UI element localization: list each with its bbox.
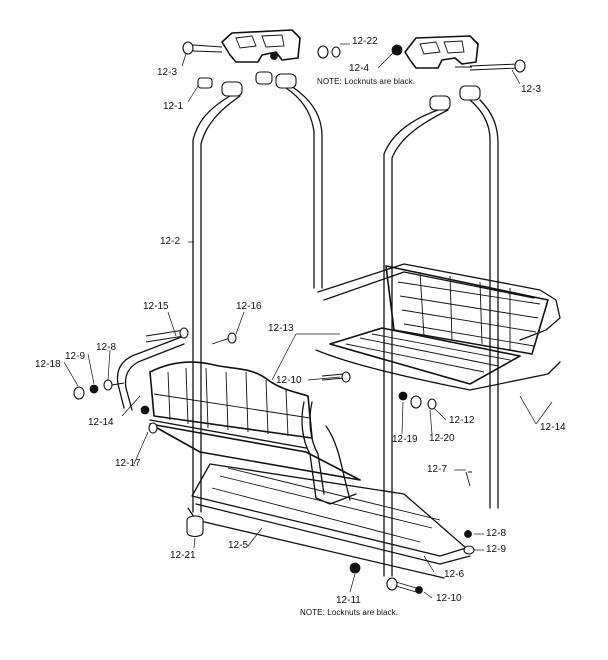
hardware-left	[73, 327, 237, 434]
glide-foot	[186, 515, 204, 538]
part-label-12-12: 12-12	[449, 415, 475, 426]
top-bolt-left	[182, 41, 223, 55]
part-label-12-20: 12-20	[429, 433, 455, 444]
part-label-12-9-left: 12-9	[65, 351, 86, 362]
note-locknuts-bottom: NOTE: Locknuts are black.	[300, 608, 399, 617]
part-label-12-8-left: 12-8	[96, 342, 117, 353]
nut-12-22	[317, 45, 341, 59]
floor-base	[187, 463, 471, 579]
locknut-top-left	[270, 52, 278, 60]
part-label-12-9-right: 12-9	[486, 544, 507, 555]
part-label-12-11: 12-11	[336, 595, 361, 606]
top-bolt-right	[455, 59, 526, 73]
part-label-12-13: 12-13	[268, 323, 294, 334]
part-label-12-17: 12-17	[115, 458, 141, 469]
hanger-arm-left-rear	[285, 87, 323, 289]
part-label-12-21: 12-21	[170, 550, 196, 561]
hanger-arm-left-front	[192, 95, 241, 513]
part-label-12-10-center: 12-10	[276, 375, 302, 386]
rear-seat	[315, 263, 561, 391]
part-label-12-7: 12-7	[427, 464, 448, 475]
part-label-12-14-left: 12-14	[88, 417, 114, 428]
part-label-12-5: 12-5	[228, 540, 249, 551]
part-label-12-14-right: 12-14	[540, 422, 566, 433]
leader-lines	[63, 43, 553, 599]
top-bracket-right	[404, 35, 479, 69]
part-label-12-19: 12-19	[392, 434, 418, 445]
part-label-12-1: 12-1	[163, 101, 184, 112]
note-locknuts-top: NOTE: Locknuts are black.	[317, 77, 416, 86]
hanger-arm-right-front	[383, 109, 449, 577]
hardware-right	[321, 371, 475, 594]
part-label-12-3-right: 12-3	[521, 84, 542, 95]
part-label-12-18-left: 12-18	[35, 359, 61, 370]
part-label-12-4: 12-4	[349, 63, 370, 74]
bushings	[197, 71, 481, 111]
part-label-12-15: 12-15	[143, 301, 169, 312]
part-label-12-2: 12-2	[160, 236, 181, 247]
hanger-arm-right-rear	[469, 99, 499, 509]
front-seat	[116, 335, 361, 505]
part-label-12-3-left: 12-3	[157, 67, 178, 78]
part-label-12-10-right: 12-10	[436, 593, 462, 604]
part-label-12-22: 12-22	[352, 36, 378, 47]
top-bracket-left	[221, 29, 301, 63]
part-label-12-6: 12-6	[444, 569, 465, 580]
locknut-12-4	[391, 44, 403, 56]
part-label-12-8-right: 12-8	[486, 528, 507, 539]
part-label-12-16: 12-16	[236, 301, 262, 312]
